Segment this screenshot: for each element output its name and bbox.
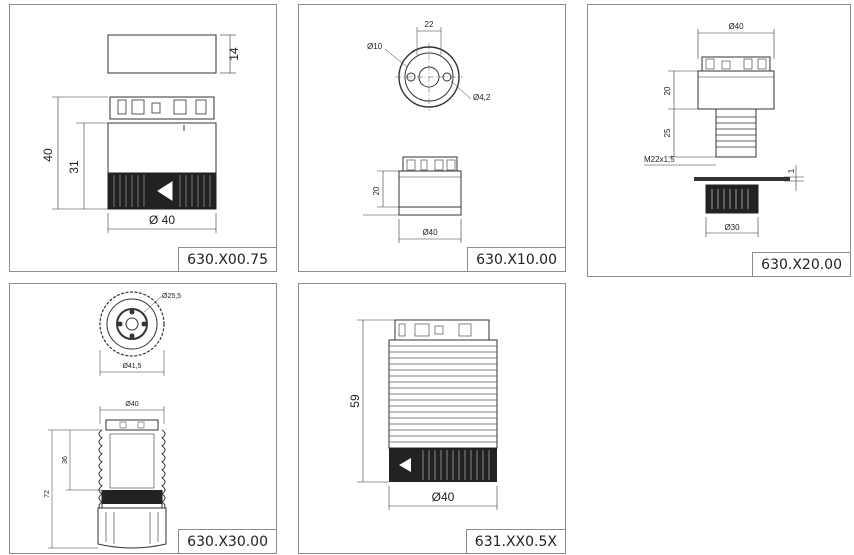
- dim-height: 59: [348, 394, 362, 408]
- technical-drawing-630-x20-00: Ø40 20 25 M22x1,5 1: [644, 22, 804, 237]
- technical-drawing-630-x30-00: Ø25,5 Ø41,5 Ø40 36 72: [44, 291, 181, 549]
- dim-nut-diameter: Ø30: [724, 223, 740, 232]
- dim-diameter: Ø40: [432, 490, 455, 504]
- dim-diameter-top: Ø40: [125, 401, 138, 408]
- dim-total-height: 72: [44, 490, 51, 498]
- dim-pin: Ø4,2: [473, 93, 491, 102]
- drawing-panel-3: Ø40 20 25 M22x1,5 1: [587, 4, 851, 277]
- dim-top-width: 22: [425, 20, 434, 29]
- dim-total-height: 40: [41, 148, 55, 162]
- dim-cap-height: 14: [227, 47, 241, 61]
- part-number-label: 630.X10.00: [467, 247, 565, 271]
- part-number-label: 630.X30.00: [178, 529, 276, 553]
- dim-diameter-top: Ø40: [728, 22, 744, 31]
- dim-diameter: Ø 40: [149, 213, 175, 227]
- dim-height-lower: 25: [663, 128, 672, 137]
- dim-plate: 1: [787, 168, 796, 173]
- drawing-panel-1: 14 40 31 Ø 40 630.X00.75: [9, 4, 277, 272]
- dim-thread: M22x1,5: [644, 155, 675, 164]
- dim-outer-diameter: Ø41,5: [122, 363, 141, 370]
- part-number-label: 630.X20.00: [752, 252, 850, 276]
- dim-height: 20: [372, 186, 381, 195]
- part-number-label: 631.XX0.5X: [465, 529, 565, 553]
- dim-inner-diameter: Ø25,5: [162, 293, 181, 300]
- part-number-label: 630.X00.75: [178, 247, 276, 271]
- dim-height-upper: 36: [62, 456, 69, 464]
- drawing-panel-5: 59 Ø40 631.XX0.5X: [298, 283, 566, 554]
- technical-drawing-630-x00-75: 14 40 31 Ø 40: [41, 34, 241, 233]
- drawing-panel-4: Ø25,5 Ø41,5 Ø40 36 72 630.X30.00: [9, 283, 277, 554]
- dim-height-upper: 20: [663, 86, 672, 95]
- technical-drawing-631-xx0-5x: 59 Ø40: [348, 319, 498, 510]
- dim-diameter: Ø40: [422, 228, 438, 237]
- dim-body-height: 31: [67, 160, 81, 174]
- dim-hole: Ø10: [367, 42, 383, 51]
- technical-drawing-630-x10-00: 22 Ø10 Ø4,2 20 Ø40: [363, 20, 491, 243]
- drawing-panel-2: 22 Ø10 Ø4,2 20 Ø40 630.X10.00: [298, 4, 566, 272]
